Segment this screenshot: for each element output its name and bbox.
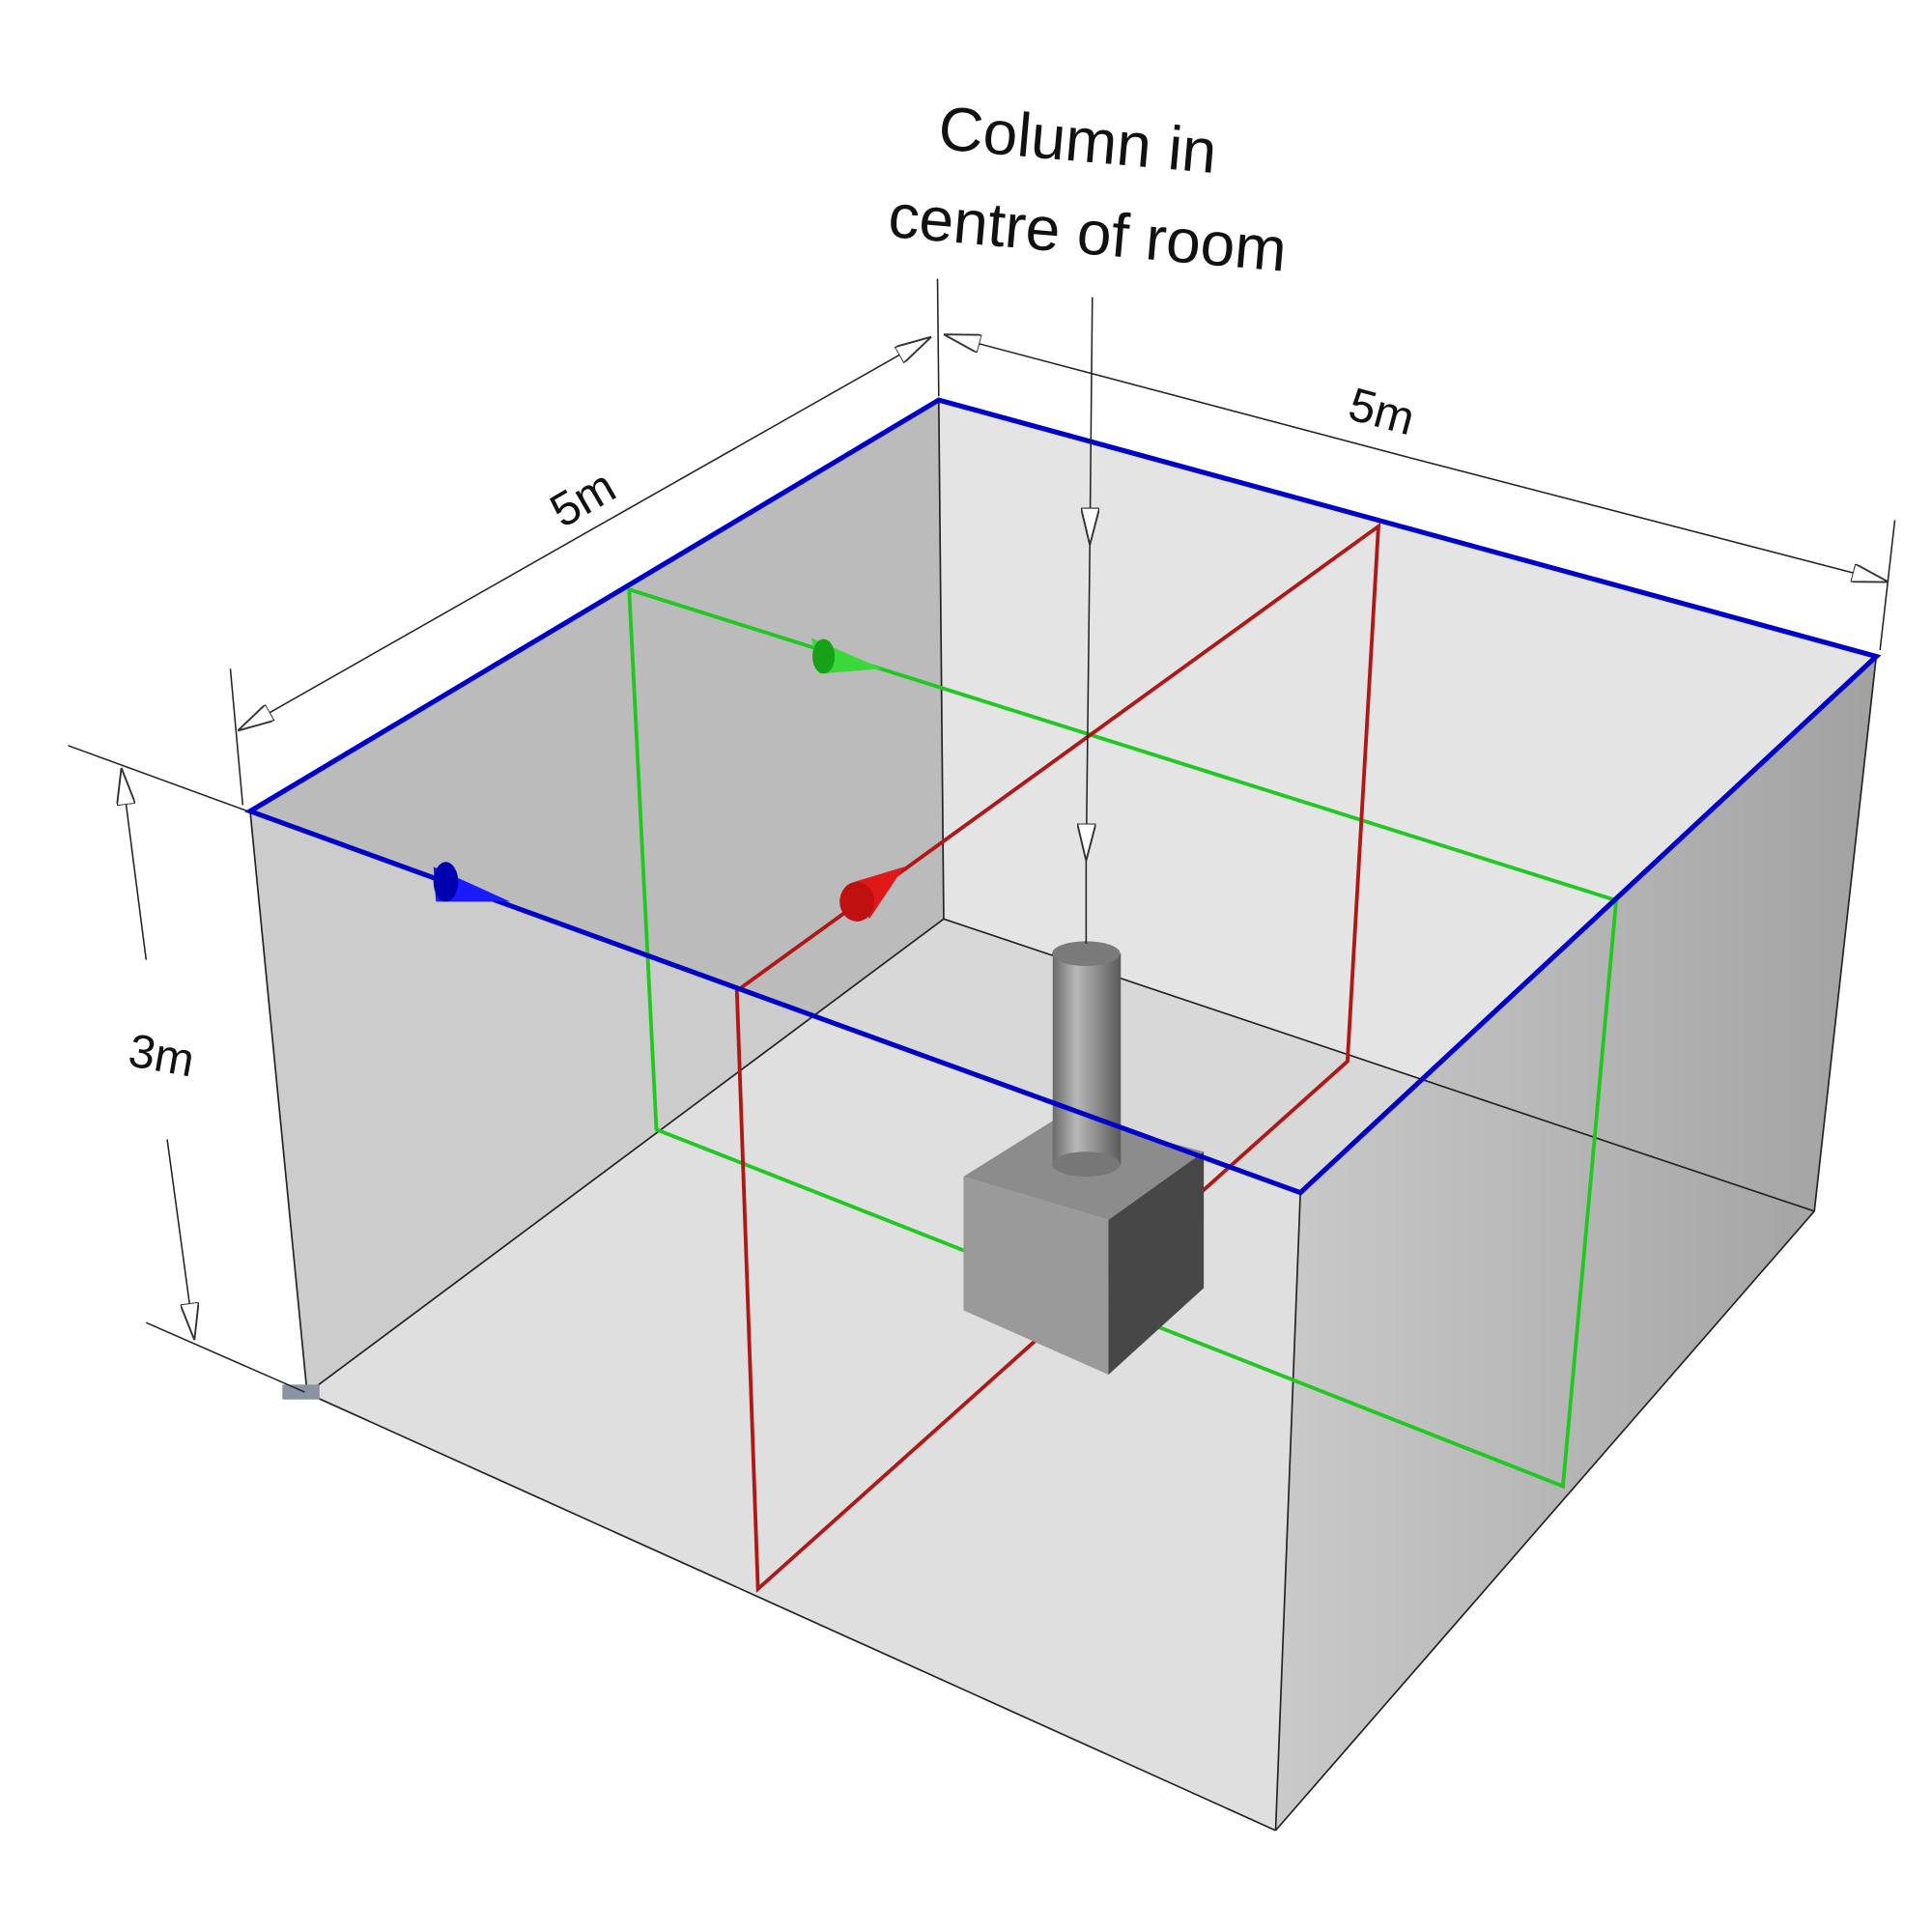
green-laser-plane — [627, 586, 1619, 1490]
height-label: 3m — [125, 1025, 198, 1088]
laser-base — [282, 1384, 320, 1400]
red-laser-plane — [734, 522, 1381, 1594]
cylinder-top — [1052, 941, 1121, 966]
green-direction-arrow — [810, 638, 882, 674]
blue-direction-arrow — [433, 862, 511, 902]
box-right — [1108, 1151, 1205, 1376]
room-edges — [249, 400, 1878, 1832]
width-left-label: 5m — [542, 460, 625, 538]
cylinder — [1052, 953, 1122, 1165]
box-front — [963, 1176, 1109, 1376]
red-direction-arrow — [839, 867, 904, 922]
right-wall — [1275, 656, 1877, 1831]
left-wall — [249, 400, 944, 1394]
front-wall — [249, 810, 1301, 1831]
dimension-lines — [68, 278, 1896, 1393]
column — [963, 941, 1205, 1376]
column-label-line2: centre of room — [886, 181, 1290, 285]
column-label-line1: Column in — [936, 93, 1220, 186]
width-right-label: 5m — [1344, 379, 1420, 446]
ceiling-edge — [244, 397, 1882, 1196]
